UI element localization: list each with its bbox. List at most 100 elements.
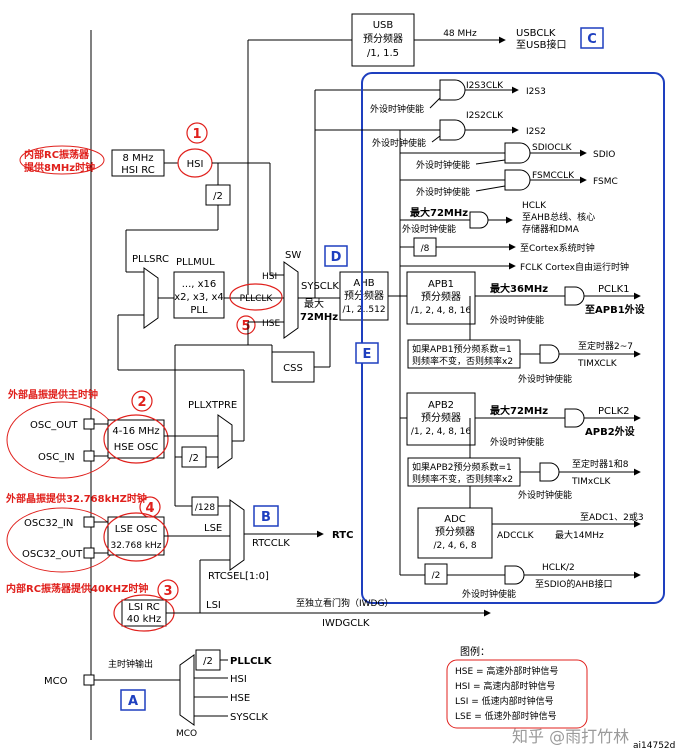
i2s3-gate xyxy=(439,79,466,101)
hclk-enable: 外设时钟使能 xyxy=(402,223,456,235)
css-block xyxy=(271,351,315,383)
adc-subtitle: 预分频器 xyxy=(435,525,475,538)
label-c-box xyxy=(580,27,604,49)
lse-osc-label: LSE OSC xyxy=(115,524,158,535)
marker-4: 4 xyxy=(145,501,154,516)
pclk2-gate xyxy=(564,408,585,428)
hsi-note-ellipse xyxy=(19,145,105,175)
rtcclk-label: RTCCLK xyxy=(252,538,290,549)
watermark: 知乎 @雨打竹林 xyxy=(512,727,629,746)
pclk2-enable: 外设时钟使能 xyxy=(490,436,544,448)
mco-mux-label: MCO xyxy=(176,729,197,739)
apb1-values: /1, 2, 4, 8, 16 xyxy=(411,306,472,316)
label-a-box xyxy=(120,689,146,711)
sdio-dest: SDIO xyxy=(593,150,615,160)
marker-2: 2 xyxy=(137,395,146,410)
timer18-dest: 至定时器1和8 xyxy=(572,458,629,470)
osc-in-pin xyxy=(83,450,95,462)
tim-note2-box xyxy=(407,457,521,487)
sysclk-mux xyxy=(283,261,299,339)
mco-src-hsi: HSI xyxy=(230,674,247,685)
marker-2-circle xyxy=(131,390,153,412)
marker-3-circle xyxy=(157,579,179,601)
pclk1-enable: 外设时钟使能 xyxy=(490,314,544,326)
hse-osc-block xyxy=(107,419,165,459)
peripheral-region-e xyxy=(361,72,665,604)
lse-osc-ellipse xyxy=(103,512,169,562)
tim-note1-line1: 如果APB1预分频系数=1 xyxy=(412,343,512,355)
sw-label: SW xyxy=(285,250,301,261)
label-e-box xyxy=(355,342,379,364)
usbclk-label: USBCLK xyxy=(516,28,556,39)
pllclk-label: PLLCLK xyxy=(240,294,274,304)
legend-title: 图例： xyxy=(460,645,490,658)
lse-osc-freq: 32.768 kHz xyxy=(110,541,161,551)
css-label: CSS xyxy=(283,363,303,374)
lse-note: 外部晶振提供32.768kHZ时钟 xyxy=(5,492,147,505)
legend-lsi: LSI = 低速内部时钟信号 xyxy=(455,695,554,707)
timer27-dest: 至定时器2~7 xyxy=(578,340,633,352)
marker-4-circle xyxy=(139,496,161,518)
label-c: C xyxy=(587,32,597,47)
timx2-enable: 外设时钟使能 xyxy=(518,489,572,501)
sdio-ahb-gate xyxy=(504,565,525,585)
pllsrc-mux xyxy=(143,267,159,329)
label-d-box xyxy=(324,245,348,267)
pllxtpre-label: PLLXTPRE xyxy=(188,400,237,411)
sdio-gate xyxy=(504,142,531,164)
i2s3-dest: I2S3 xyxy=(526,87,546,97)
hclk-desc2: 存储器和DMA xyxy=(522,223,580,235)
apb2-title: APB2 xyxy=(428,400,454,411)
marker-3: 3 xyxy=(163,584,172,599)
adc-dest: 至ADC1、2或3 xyxy=(580,511,644,523)
div8-label: /8 xyxy=(421,244,430,254)
adc-values: /2, 4, 6, 8 xyxy=(433,541,476,551)
marker-1-circle xyxy=(186,122,208,144)
rtc-dest: RTC xyxy=(332,530,353,541)
timx1-gate xyxy=(539,344,560,364)
label-a: A xyxy=(128,694,138,709)
tim-note1-line2: 则频率不变，否则频率x2 xyxy=(412,355,513,367)
sdio-ahb-dest: 至SDIO的AHB接口 xyxy=(535,578,612,590)
sysclk-label: SYSCLK xyxy=(301,281,339,292)
mco-src-pllclk: PLLCLK xyxy=(230,656,273,667)
cortex-dest: 至Cortex系统时钟 xyxy=(520,242,595,254)
apb2-subtitle: 预分频器 xyxy=(421,411,461,424)
mco-div2-label: /2 xyxy=(203,656,213,667)
timx2-gate xyxy=(539,462,560,482)
apb1-subtitle: 预分频器 xyxy=(421,290,461,303)
hclk-desc1: 至AHB总线、核心 xyxy=(522,211,595,223)
pll-label: PLL xyxy=(190,305,208,316)
sdio-enable: 外设时钟使能 xyxy=(416,159,470,171)
lsi-rc-label: LSI RC xyxy=(128,602,159,613)
pll-mul-1: ..., x16 xyxy=(182,279,217,290)
mco-src-hse: HSE xyxy=(230,693,250,704)
lse-osc-block xyxy=(107,516,165,556)
sdio-div2-label: /2 xyxy=(432,571,441,581)
adc-prescaler xyxy=(417,507,493,559)
sdio-div2-block xyxy=(424,563,448,585)
i2s2-gate xyxy=(439,119,466,141)
pllsrc-label: PLLSRC xyxy=(132,254,169,265)
apb2-max: 最大72MHz xyxy=(490,404,548,417)
i2s2-enable-line xyxy=(431,135,441,143)
osc32-out-label: OSC32_OUT xyxy=(22,549,83,560)
osc-in-label: OSC_IN xyxy=(38,452,75,463)
hclk2-label: HCLK/2 xyxy=(542,563,575,573)
apb2-dest: APB2外设 xyxy=(585,425,635,438)
fsmcclk-label: FSMCCLK xyxy=(532,171,575,181)
tim-note1-box xyxy=(407,339,521,369)
legend-hse: HSE = 高速外部时钟信号 xyxy=(455,665,558,677)
hsi-rc-freq: 8 MHz xyxy=(123,153,154,164)
marker-5-circle xyxy=(236,315,256,335)
rtcsel-mux xyxy=(229,499,245,571)
mco-src-sysclk: SYSCLK xyxy=(230,712,268,723)
mco-pin xyxy=(83,674,95,686)
sdio-enable-line xyxy=(475,159,506,165)
ahb-values: /1, 2..512 xyxy=(342,305,385,315)
hse-div2-label: /2 xyxy=(189,453,199,464)
pllmul-label: PLLMUL xyxy=(176,257,215,268)
hsi-note-line2: 提供8MHz时钟 xyxy=(24,161,95,174)
timx1-enable: 外设时钟使能 xyxy=(518,373,572,385)
rtcsel-label: RTCSEL[1:0] xyxy=(208,571,269,582)
